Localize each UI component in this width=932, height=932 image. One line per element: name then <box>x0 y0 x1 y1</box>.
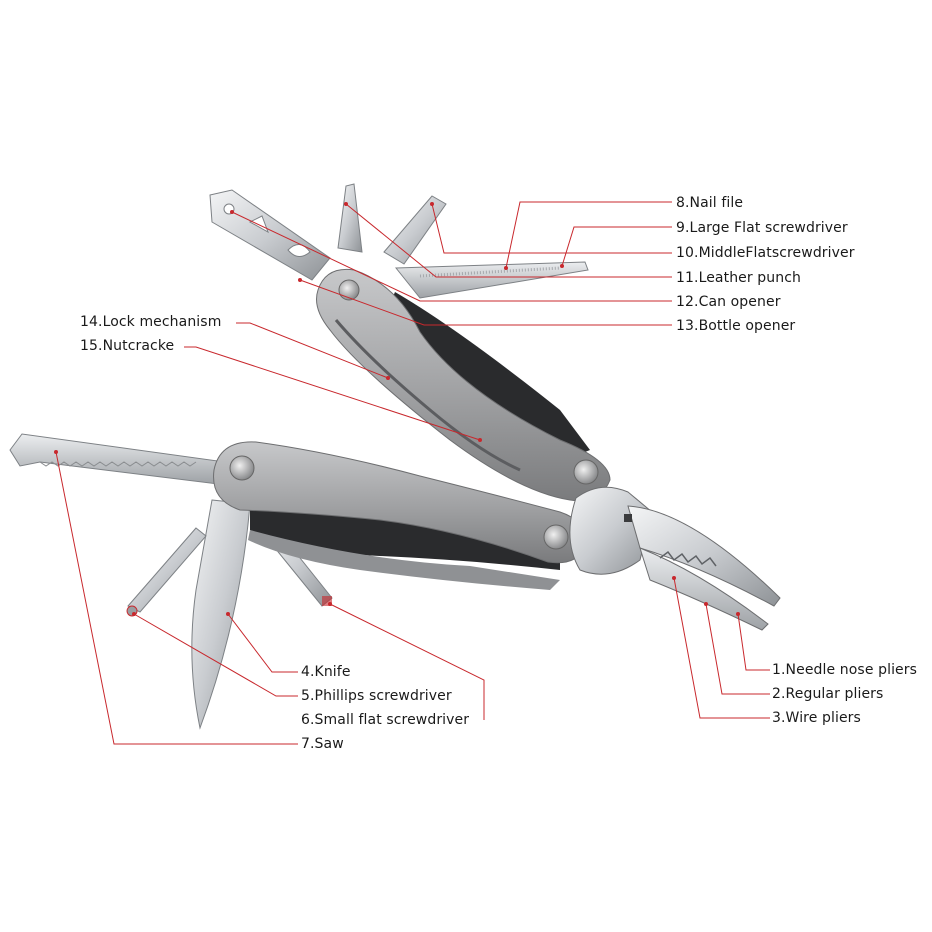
pliers-serrations <box>659 550 717 567</box>
label-nail-file: 8.Nail file <box>676 195 744 211</box>
leader-7 <box>55 451 298 745</box>
leader-11 <box>345 203 672 278</box>
leader-7-dot <box>54 450 58 454</box>
lower-tools <box>9 433 333 730</box>
leader-10-dot <box>430 202 434 206</box>
knife-blade <box>191 499 251 730</box>
leader-8 <box>505 201 672 269</box>
label-leather-punch: 11.Leather punch <box>676 270 801 286</box>
label-can-opener: 12.Can opener <box>676 294 781 310</box>
saw-teeth <box>39 461 197 467</box>
leader-9 <box>561 226 672 267</box>
leader-13 <box>299 279 672 326</box>
upper-tools <box>209 183 589 299</box>
leader-1-dot <box>736 612 740 616</box>
leader-12 <box>231 211 672 302</box>
lower-handle <box>213 441 586 590</box>
can-opener-hook <box>248 215 269 234</box>
bottle-opener-blade <box>209 189 331 281</box>
leader-8-dot <box>504 266 508 270</box>
leader-lines <box>54 201 770 745</box>
lower-handle-rear-screw <box>229 455 255 481</box>
label-saw: 7.Saw <box>301 736 344 752</box>
leader-14 <box>236 322 389 379</box>
leader-13-dot <box>298 278 302 282</box>
lower-handle-front-screw <box>543 524 569 550</box>
leader-11-dot <box>344 202 348 206</box>
label-bottle-opener: 13.Bottle opener <box>676 318 796 334</box>
leader-1 <box>737 613 770 671</box>
leader-6-dot <box>328 602 332 606</box>
label-knife: 4.Knife <box>301 664 351 680</box>
pliers-lower-jaw <box>639 547 769 631</box>
large-flat-screwdriver-blade <box>383 195 447 265</box>
leader-3-dot <box>672 576 676 580</box>
upper-handle <box>316 268 611 502</box>
label-large-flat-screwdriver: 9.Large Flat screwdriver <box>676 220 848 236</box>
leader-2-dot <box>704 602 708 606</box>
small-flat-screwdriver-tip <box>322 596 332 606</box>
pliers-head <box>569 486 781 631</box>
nail-file-blade <box>394 261 589 299</box>
leader-15 <box>184 346 481 441</box>
leader-9-dot <box>560 264 564 268</box>
leader-4-dot <box>226 612 230 616</box>
label-phillips-screwdriver: 5.Phillips screwdriver <box>301 688 452 704</box>
leader-14-dot <box>386 376 390 380</box>
label-wire-pliers: 3.Wire pliers <box>772 710 861 726</box>
saw-blade <box>9 433 226 485</box>
leader-3 <box>673 577 770 719</box>
upper-handle-rubber <box>385 292 590 470</box>
lower-handle-base <box>248 530 560 590</box>
leader-2 <box>705 603 770 695</box>
label-regular-pliers: 2.Regular pliers <box>772 686 884 702</box>
label-lock-mechanism: 14.Lock mechanism <box>80 314 222 330</box>
label-small-flat-screwdriver: 6.Small flat screwdriver <box>301 712 470 728</box>
phillips-screwdriver <box>127 527 207 613</box>
leader-4 <box>227 613 298 673</box>
label-needle-nose-pliers: 1.Needle nose pliers <box>772 662 918 678</box>
leader-5 <box>133 613 298 697</box>
label-middle-flat-screwdriver: 10.MiddleFlatscrewdriver <box>676 245 855 261</box>
upper-handle-body <box>316 268 611 502</box>
pliers-brand-mark <box>624 514 632 522</box>
leader-6 <box>329 603 485 720</box>
leader-12-dot <box>230 210 234 214</box>
leader-10 <box>431 203 672 254</box>
leader-15-dot <box>478 438 482 442</box>
label-nutcracker: 15.Nutcracke <box>80 338 175 354</box>
upper-handle-rear-screw <box>573 459 599 485</box>
middle-flat-screwdriver-blade <box>337 183 363 253</box>
leader-5-dot <box>132 612 136 616</box>
upper-handle-pivot-screw <box>338 279 360 301</box>
bottle-opener-notch <box>287 244 311 257</box>
upper-handle-inner-frame <box>334 319 521 472</box>
